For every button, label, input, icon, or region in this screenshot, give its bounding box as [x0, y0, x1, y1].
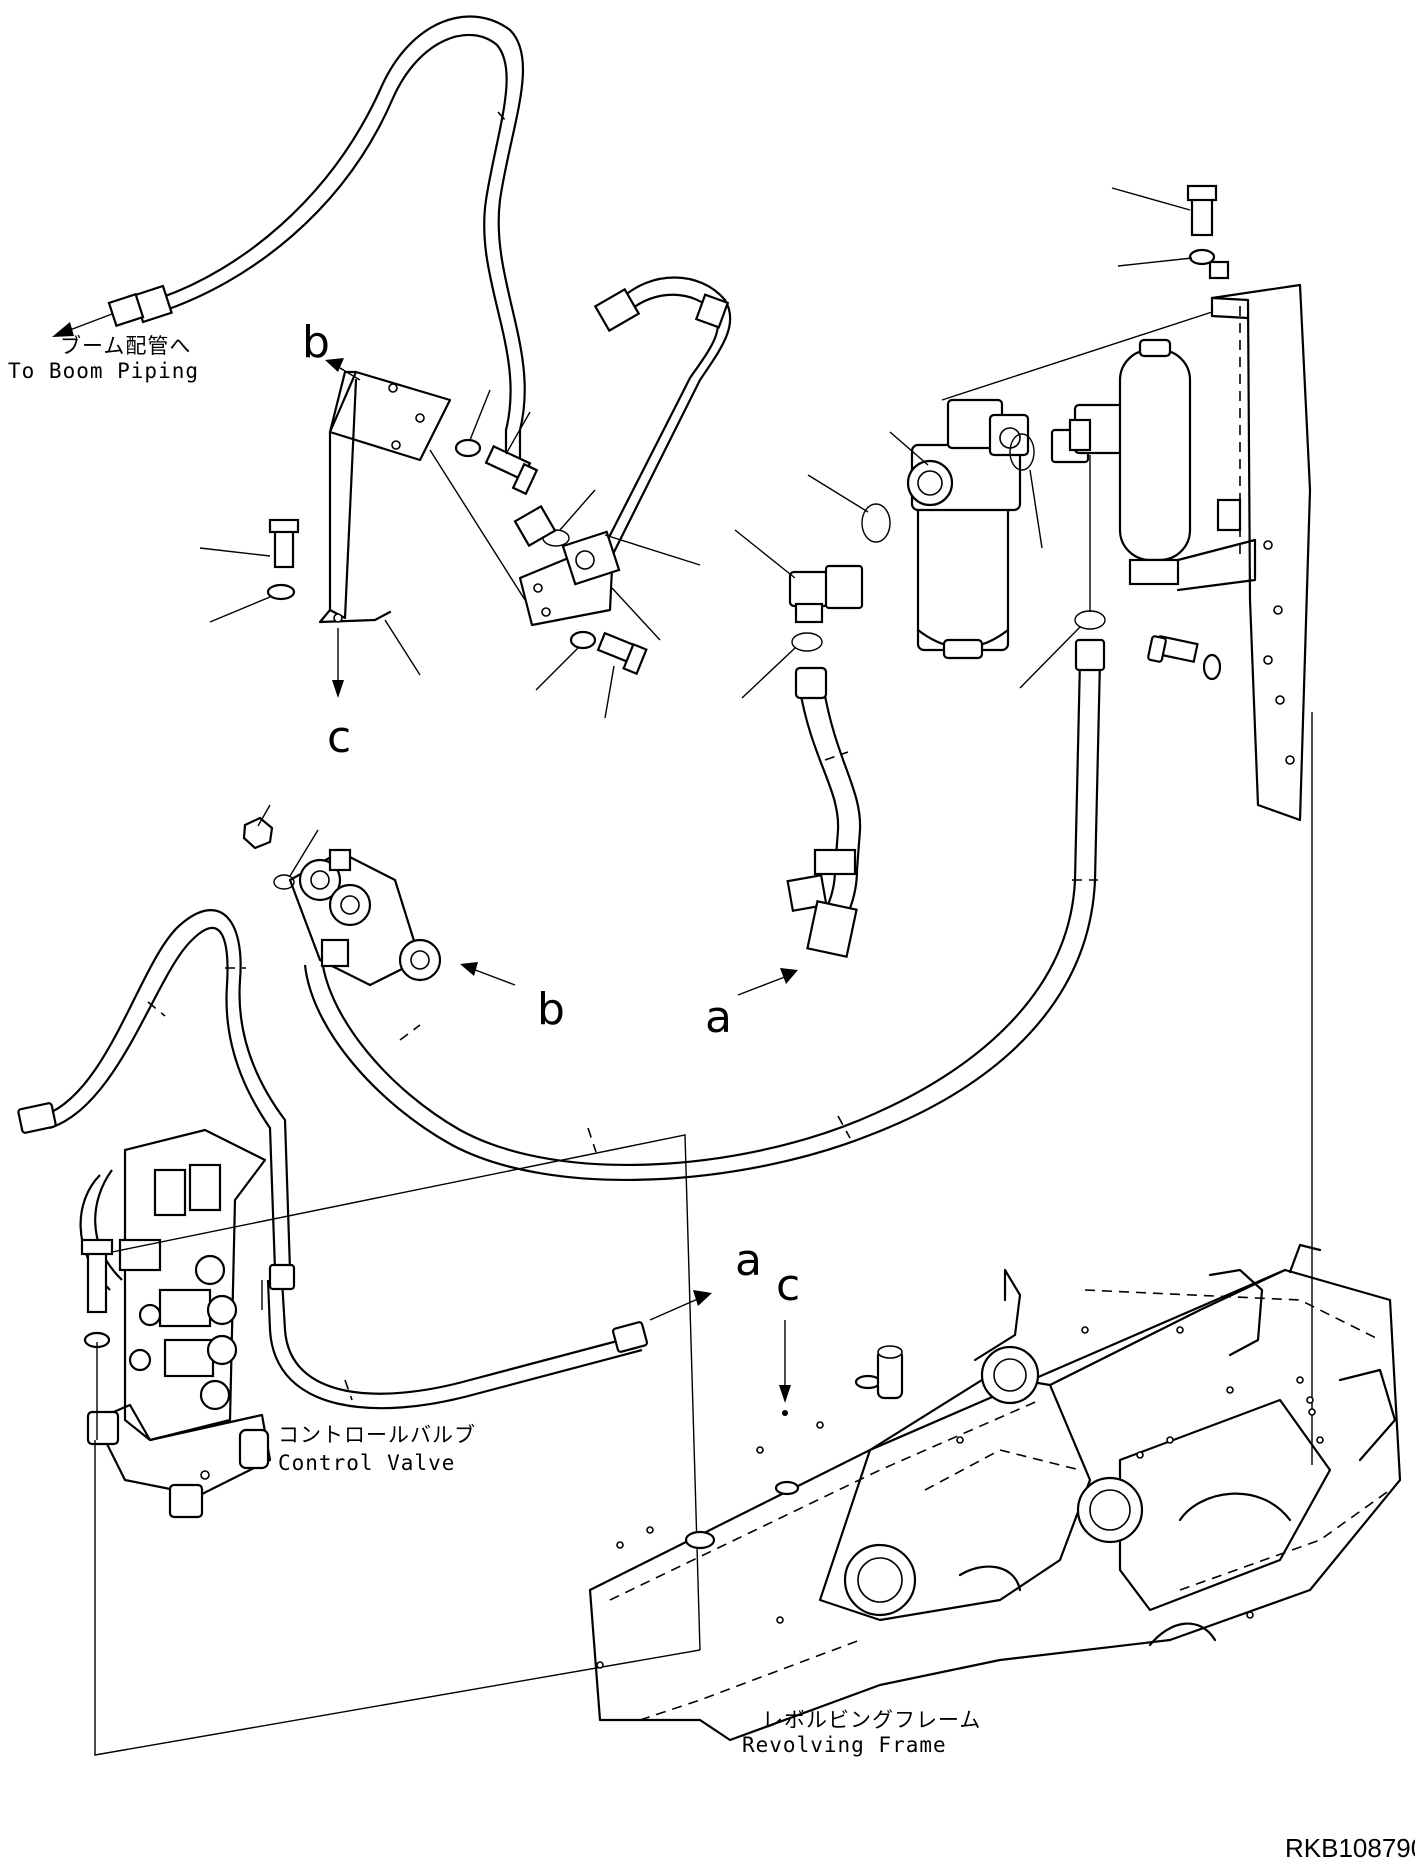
elbow-oring [741, 632, 823, 699]
upper-short-hose [593, 276, 732, 561]
boom-piping-label-jp: ブーム配管へ [60, 334, 191, 358]
sensor-oring [1009, 433, 1043, 549]
valve-to-frame-lines [94, 1134, 701, 1756]
ref-label-a-hose: a [705, 992, 732, 1043]
ref-label-b-bracket: b [302, 317, 330, 368]
revolving-frame-label-jp: レボルビングフレーム [762, 1708, 981, 1732]
short-hose-leader [604, 534, 701, 566]
valve-plate-bolt [596, 631, 648, 719]
check-valve-block [288, 848, 442, 987]
boom-piping-arrow [52, 313, 113, 337]
bracket-leader [384, 619, 421, 676]
pressure-sensor [1050, 403, 1179, 464]
valve-plate-washer [535, 630, 597, 691]
stand-top-bolt [1111, 184, 1218, 237]
return-hose-a [786, 666, 862, 958]
bracket-bolt-upper [484, 411, 539, 496]
ref-label-c-bracket: c [327, 712, 351, 763]
frame-arrow-c [779, 1320, 791, 1403]
revolving-frame-label-en: Revolving Frame [742, 1733, 947, 1757]
hose-oring [1019, 610, 1106, 689]
check-valve-arrow-b [460, 962, 516, 986]
stand-washer-lower [1202, 653, 1222, 681]
hose-a-arrow [737, 968, 798, 996]
line-filter [889, 398, 1030, 660]
control-valve-label-en: Control Valve [278, 1451, 455, 1475]
bracket-arrow-b [325, 358, 361, 381]
bracket-washer-left [209, 583, 296, 623]
valve-plate-hose-fitting [513, 504, 557, 548]
valve-mount-plate [518, 530, 621, 627]
bracket-to-plate-line [429, 449, 526, 601]
elbow-fitting [734, 529, 864, 624]
ref-label-b-block: b [537, 984, 565, 1035]
bracket-arrow-c [332, 628, 344, 698]
drawing-number: RKB108790 [1285, 1833, 1415, 1863]
accumulator-stand [1208, 260, 1312, 822]
valve-arrow-a [649, 1290, 712, 1321]
bracket-washer-upper [454, 389, 491, 458]
check-valve-oring [273, 829, 319, 890]
stand-to-filter-line [941, 311, 1213, 401]
check-valve-plug [242, 804, 274, 850]
control-valve-return-hose [266, 1263, 649, 1410]
control-valve-label-jp: コントロールバルブ [278, 1423, 476, 1447]
ref-label-c-frame: c [776, 1260, 800, 1311]
stand-top-washer [1117, 248, 1216, 267]
ref-label-a-valve: a [735, 1235, 762, 1286]
accumulator [1118, 338, 1257, 592]
valve-plate-leader [611, 587, 661, 641]
mounting-bracket [318, 370, 452, 624]
boom-piping-label-en: To Boom Piping [8, 359, 199, 383]
revolving-frame [588, 1243, 1402, 1742]
bracket-bolt-left [199, 518, 300, 569]
control-valve [79, 1128, 272, 1519]
control-valve-upper-hose [17, 909, 292, 1271]
sensor-drain-hose [303, 638, 1106, 1181]
filter-oring [807, 474, 891, 543]
boom-piping-hose [107, 15, 526, 470]
control-valve-bolt [80, 1238, 114, 1314]
stand-bolt-lower [1147, 634, 1199, 664]
